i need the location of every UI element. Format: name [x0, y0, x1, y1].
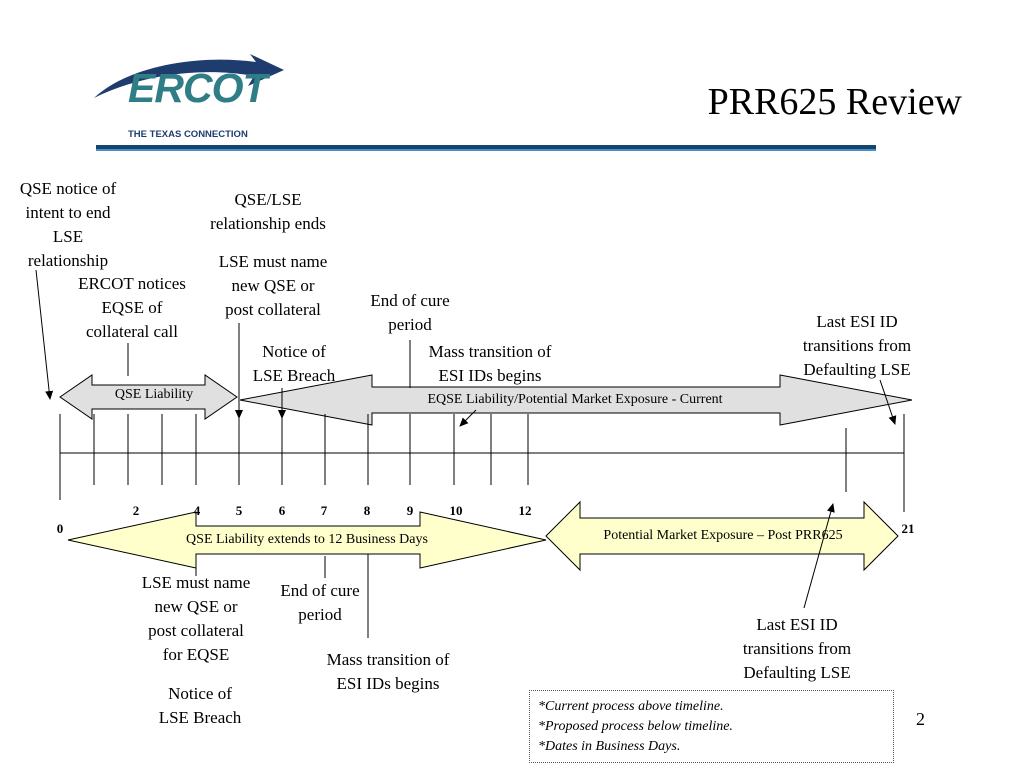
tick-label: 2 — [132, 503, 140, 518]
label-ercot-notices: ERCOT notices EQSE of collateral call — [78, 274, 186, 341]
tick-label: 6 — [278, 503, 286, 518]
label-must-name: LSE must name new QSE or post collateral — [218, 252, 328, 319]
label-below-mass-transition: Mass transition of ESI IDs begins — [326, 650, 450, 693]
title-rule-accent — [96, 149, 876, 151]
qse-liability-label: QSE Liability — [114, 387, 194, 402]
tick-label: 5 — [235, 503, 243, 518]
label-below-breach: Notice of LSE Breach — [158, 684, 242, 727]
leader-last-esi-bottom — [803, 503, 835, 609]
tick-label: 8 — [363, 503, 371, 518]
tick-label: 0 — [56, 521, 64, 536]
label-below-must-name: LSE must name new QSE or post collateral… — [141, 573, 251, 664]
label-cure: End of cure period — [370, 291, 450, 334]
leader-mass-transition — [459, 409, 477, 427]
logo-swoosh-icon — [94, 54, 284, 98]
label-qse-notice: QSE notice of intent to end LSE relation… — [19, 179, 117, 270]
note-line: *Proposed process below timeline. — [538, 719, 733, 734]
label-below-cure: End of cure period — [280, 581, 360, 624]
post-prr625-label: Potential Market Exposure – Post PRR625 — [603, 528, 843, 543]
qse-extends-label: QSE Liability extends to 12 Business Day… — [186, 532, 428, 547]
logo-wordmark: ERCOT — [128, 65, 267, 111]
tick-label: 4 — [193, 503, 201, 518]
label-last-esi: Last ESI ID transitions from Defaulting … — [802, 312, 912, 379]
leader-qse-notice — [35, 269, 54, 400]
note-line: *Current process above timeline. — [538, 699, 724, 714]
notes-box: *Current process above timeline. *Propos… — [529, 690, 894, 763]
page-number: 2 — [916, 709, 925, 729]
tick-label: 12 — [518, 503, 532, 518]
tick-label: 9 — [406, 503, 414, 518]
title-rule — [96, 145, 876, 149]
page-title: PRR625 Review — [707, 81, 962, 123]
qse-liability-arrow — [59, 374, 238, 420]
note-line: *Dates in Business Days. — [538, 739, 681, 754]
ercot-logo: ERCOT THE TEXAS CONNECTION — [88, 52, 288, 144]
qse-extends-arrow — [67, 511, 547, 569]
logo-tagline: THE TEXAS CONNECTION — [128, 129, 248, 140]
post-prr625-arrow — [545, 500, 899, 572]
eqse-current-arrow — [239, 374, 913, 426]
label-relationship-ends: QSE/LSE relationship ends — [210, 190, 326, 233]
eqse-current-label: EQSE Liability/Potential Market Exposure… — [427, 392, 723, 407]
label-mass-transition: Mass transition of ESI IDs begins — [428, 342, 552, 385]
leader-last-esi-top — [879, 379, 897, 425]
tick-label: 7 — [320, 503, 328, 518]
tick-label: 21 — [901, 521, 915, 536]
tick-label: 10 — [449, 503, 463, 518]
label-below-last-esi: Last ESI ID transitions from Defaulting … — [742, 615, 852, 682]
label-breach: Notice of LSE Breach — [252, 342, 336, 385]
